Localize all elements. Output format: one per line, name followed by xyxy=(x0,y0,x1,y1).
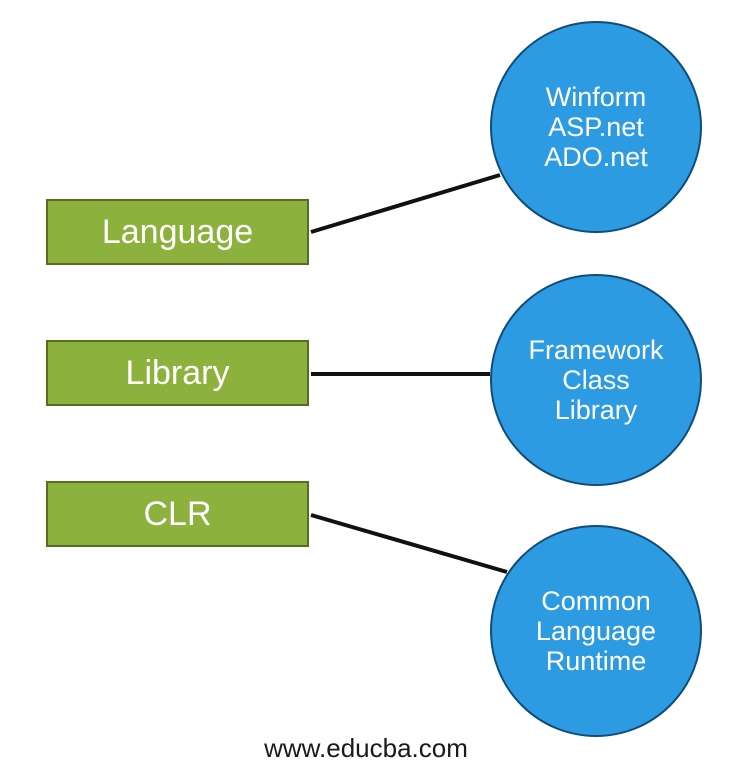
library-detail-line-3: Library xyxy=(554,395,638,425)
library-detail-line-1: Framework xyxy=(528,335,664,365)
library-detail-circle: Framework Class Library xyxy=(490,274,702,486)
connector-clr xyxy=(310,513,508,574)
language-box-label: Language xyxy=(101,212,254,251)
language-detail-line-2: ASP.net xyxy=(548,112,644,142)
library-box: Library xyxy=(46,340,309,406)
language-detail-line-3: ADO.net xyxy=(544,142,648,172)
connector-language xyxy=(310,173,501,234)
clr-box: CLR xyxy=(46,481,309,547)
language-detail-circle: Winform ASP.net ADO.net xyxy=(490,21,702,233)
clr-detail-line-3: Runtime xyxy=(545,646,647,676)
language-detail-line-1: Winform xyxy=(545,82,647,112)
clr-box-label: CLR xyxy=(143,494,212,533)
language-box: Language xyxy=(46,199,309,265)
library-box-label: Library xyxy=(125,353,230,392)
clr-detail-line-1: Common xyxy=(541,586,651,616)
library-detail-line-2: Class xyxy=(562,365,630,395)
clr-detail-line-2: Language xyxy=(535,616,657,646)
clr-detail-circle: Common Language Runtime xyxy=(490,525,702,737)
watermark: www.educba.com xyxy=(264,733,468,763)
